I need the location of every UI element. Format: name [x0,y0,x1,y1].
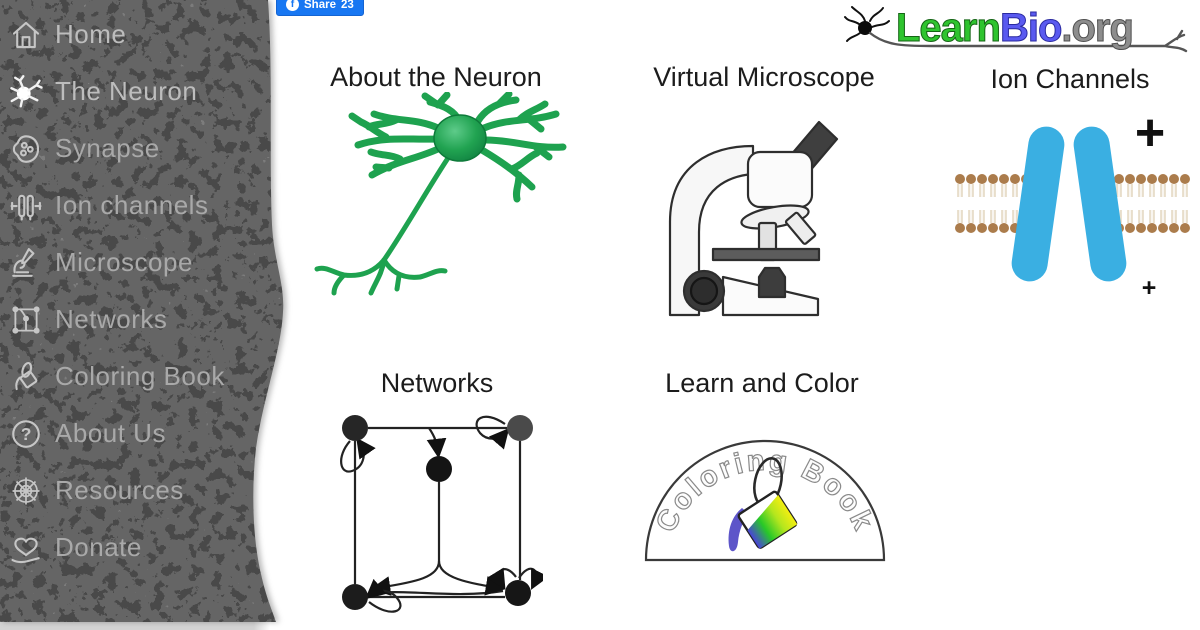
ion-channel-illustration[interactable]: + + [950,112,1200,307]
sidebar-item-label: Microscope [55,247,193,277]
sidebar-item-label: Networks [55,304,168,334]
card-title-virtual-microscope[interactable]: Virtual Microscope [653,62,875,92]
microscope-icon [6,243,46,283]
channel-proteins [1011,126,1127,282]
plus-ion-large: + [1135,112,1165,162]
logo-org: .org [1061,6,1133,50]
logo-axon-line [868,29,1188,53]
sidebar-item-label: Donate [55,532,142,562]
paint-bucket-icon [6,357,46,397]
sidebar-item-donate[interactable]: Donate [6,519,256,576]
web-icon [6,471,46,511]
sidebar-item-resources[interactable]: Resources [6,462,256,519]
share-label: Share [304,0,336,11]
share-count: 23 [340,0,354,11]
logo-learn: Learn [896,6,1000,50]
neuron-icon [6,72,46,112]
facebook-share-button[interactable]: f Share 23 [276,0,364,16]
network-nodes [342,415,533,610]
synapse-icon [6,129,46,169]
learnbio-logo[interactable]: LearnBio.org [843,2,1193,54]
sidebar-item-home[interactable]: Home [6,6,256,63]
card-title-networks[interactable]: Networks [380,368,494,398]
sidebar-background [0,0,284,622]
sidebar-scrollbar[interactable] [0,621,270,630]
neuron-logo-icon [844,6,890,42]
question-circle-icon: ? [6,414,46,454]
ion-channel-icon [6,186,46,226]
sidebar-item-label: Synapse [55,133,160,163]
microscope-illustration[interactable] [655,110,875,320]
svg-text:LearnBio.org: LearnBio.org [896,6,1133,50]
sidebar-item-label: Resources [55,475,184,505]
sidebar-item-the-neuron[interactable]: The Neuron [6,63,256,120]
green-neuron-illustration[interactable] [278,92,588,307]
sidebar-item-about-us[interactable]: ? About Us [6,405,256,462]
svg-text:?: ? [21,424,32,444]
card-title-about-the-neuron[interactable]: About the Neuron [330,62,542,92]
sidebar-item-label: The Neuron [55,76,198,106]
logo-bio: Bio [1000,6,1061,50]
heart-hand-icon [6,528,46,568]
sidebar-item-label: Coloring Book [55,361,225,391]
sidebar-nav: Home The Neuron Synapse Ion channels [6,6,256,576]
paint-bucket [737,490,798,549]
sidebar-item-label: About Us [55,418,166,448]
facebook-icon: f [286,0,299,11]
sidebar-item-microscope[interactable]: Microscope [6,234,256,291]
sidebar-item-label: Ion channels [55,190,209,220]
plus-ion-small: + [1142,274,1157,302]
network-graph-illustration[interactable] [333,403,543,628]
network-icon [6,300,46,340]
coloring-book-illustration[interactable]: Coloring Book [640,420,890,570]
home-icon [6,15,46,55]
lipid-bilayer [955,174,1190,233]
sidebar-item-label: Home [55,19,127,49]
sidebar-item-ion-channels[interactable]: Ion channels [6,177,256,234]
card-title-learn-and-color[interactable]: Learn and Color [665,368,859,398]
sidebar-item-coloring-book[interactable]: Coloring Book [6,348,256,405]
sidebar-item-networks[interactable]: Networks [6,291,256,348]
sidebar-item-synapse[interactable]: Synapse [6,120,256,177]
card-title-ion-channels[interactable]: Ion Channels [990,64,1150,94]
